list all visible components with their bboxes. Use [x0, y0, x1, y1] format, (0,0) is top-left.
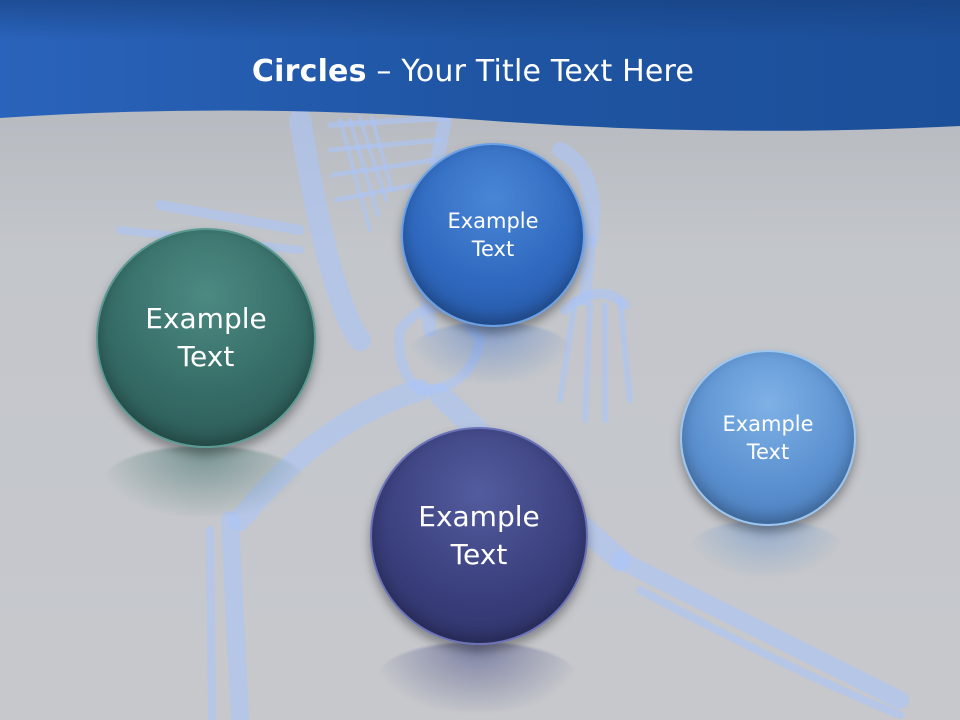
circle-text: Example Text — [418, 500, 540, 571]
navy-circle[interactable]: Example Text — [370, 427, 588, 645]
slide-title: Circles – Your Title Text Here — [0, 54, 946, 89]
blue-circle[interactable]: Example Text — [401, 143, 585, 327]
circle-text: Example Text — [447, 208, 539, 261]
teal-circle[interactable]: Example Text — [96, 228, 316, 448]
circle-text: Example Text — [722, 411, 814, 464]
title-bold: Circles — [251, 54, 367, 89]
light-blue-circle[interactable]: Example Text — [680, 350, 856, 526]
header-band — [0, 0, 960, 131]
circle-reflection — [104, 446, 304, 516]
circle-text: Example Text — [145, 302, 267, 373]
title-rest: – Your Title Text Here — [366, 54, 695, 89]
circle-reflection — [378, 642, 576, 712]
circle-reflection — [410, 322, 572, 382]
circle-reflection — [690, 520, 842, 576]
